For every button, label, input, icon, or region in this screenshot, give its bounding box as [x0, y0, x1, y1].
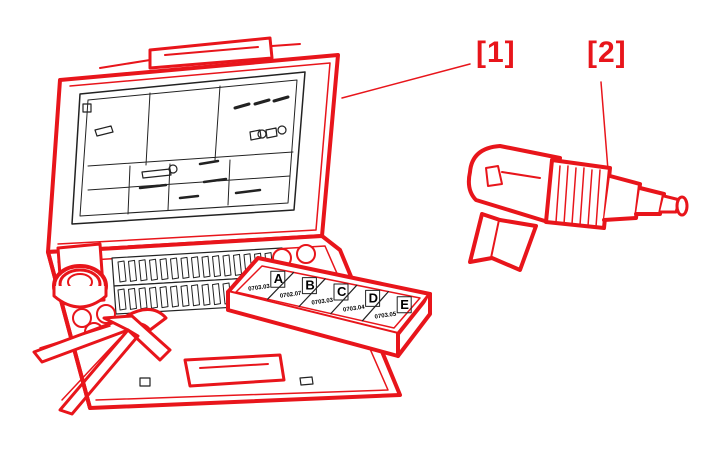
rack-tube: [138, 287, 148, 310]
rack-tube: [222, 254, 232, 277]
rack-tube: [170, 285, 179, 308]
rack-tube: [117, 288, 127, 311]
rack-tube: [138, 259, 148, 282]
rack-tube: [233, 253, 242, 276]
rack-tube: [201, 283, 211, 306]
tray-code: 0703.03: [248, 284, 271, 293]
rack-tube: [159, 286, 169, 309]
callout-label-2: [2]: [587, 36, 627, 69]
rack-tube: [128, 259, 137, 282]
tray-letter: C: [337, 284, 347, 299]
rack-tube: [212, 255, 221, 278]
tray-code: 0703.04: [343, 305, 366, 314]
rack-tube: [149, 286, 158, 309]
tray-label-box: [396, 296, 412, 314]
leader-line-1: [341, 63, 471, 99]
connector-tray: [226, 256, 432, 358]
leader-line-2: [600, 81, 609, 171]
tray-label-box: [365, 289, 381, 307]
tray-divider: [361, 291, 389, 322]
tray-divider: [330, 284, 358, 315]
crimping-pliers: [32, 308, 172, 416]
rack-tube: [191, 284, 200, 307]
tray-label-box: [301, 277, 317, 295]
rack-tube: [180, 256, 190, 279]
tray-letter: A: [274, 271, 284, 286]
case-lid: [46, 53, 340, 254]
tray-label-box: [333, 283, 349, 301]
tray-code: 0703.03: [311, 298, 334, 307]
rack-tube: [180, 284, 190, 307]
tray-letter: D: [369, 290, 378, 305]
rack-tube: [159, 258, 169, 281]
rack-tube: [117, 260, 127, 283]
tray-code: 0702.07: [280, 291, 303, 300]
tray-label-box: [270, 270, 286, 288]
tray-letter: B: [305, 278, 314, 293]
callout-label-1: [1]: [476, 36, 516, 69]
tray-letter: E: [400, 297, 409, 312]
tape-roll: [52, 264, 108, 309]
rack-tube: [149, 258, 158, 281]
heat-gun: [466, 144, 689, 272]
case-handle: [99, 36, 301, 70]
rack-tube: [212, 283, 221, 306]
rack-tube: [191, 256, 200, 279]
tray-divider: [267, 271, 295, 300]
rack-tube: [170, 257, 179, 280]
rack-tube: [128, 287, 137, 310]
tray-divider: [298, 278, 326, 307]
tray-code: 0703.05: [374, 312, 397, 321]
rack-tube: [201, 255, 211, 278]
